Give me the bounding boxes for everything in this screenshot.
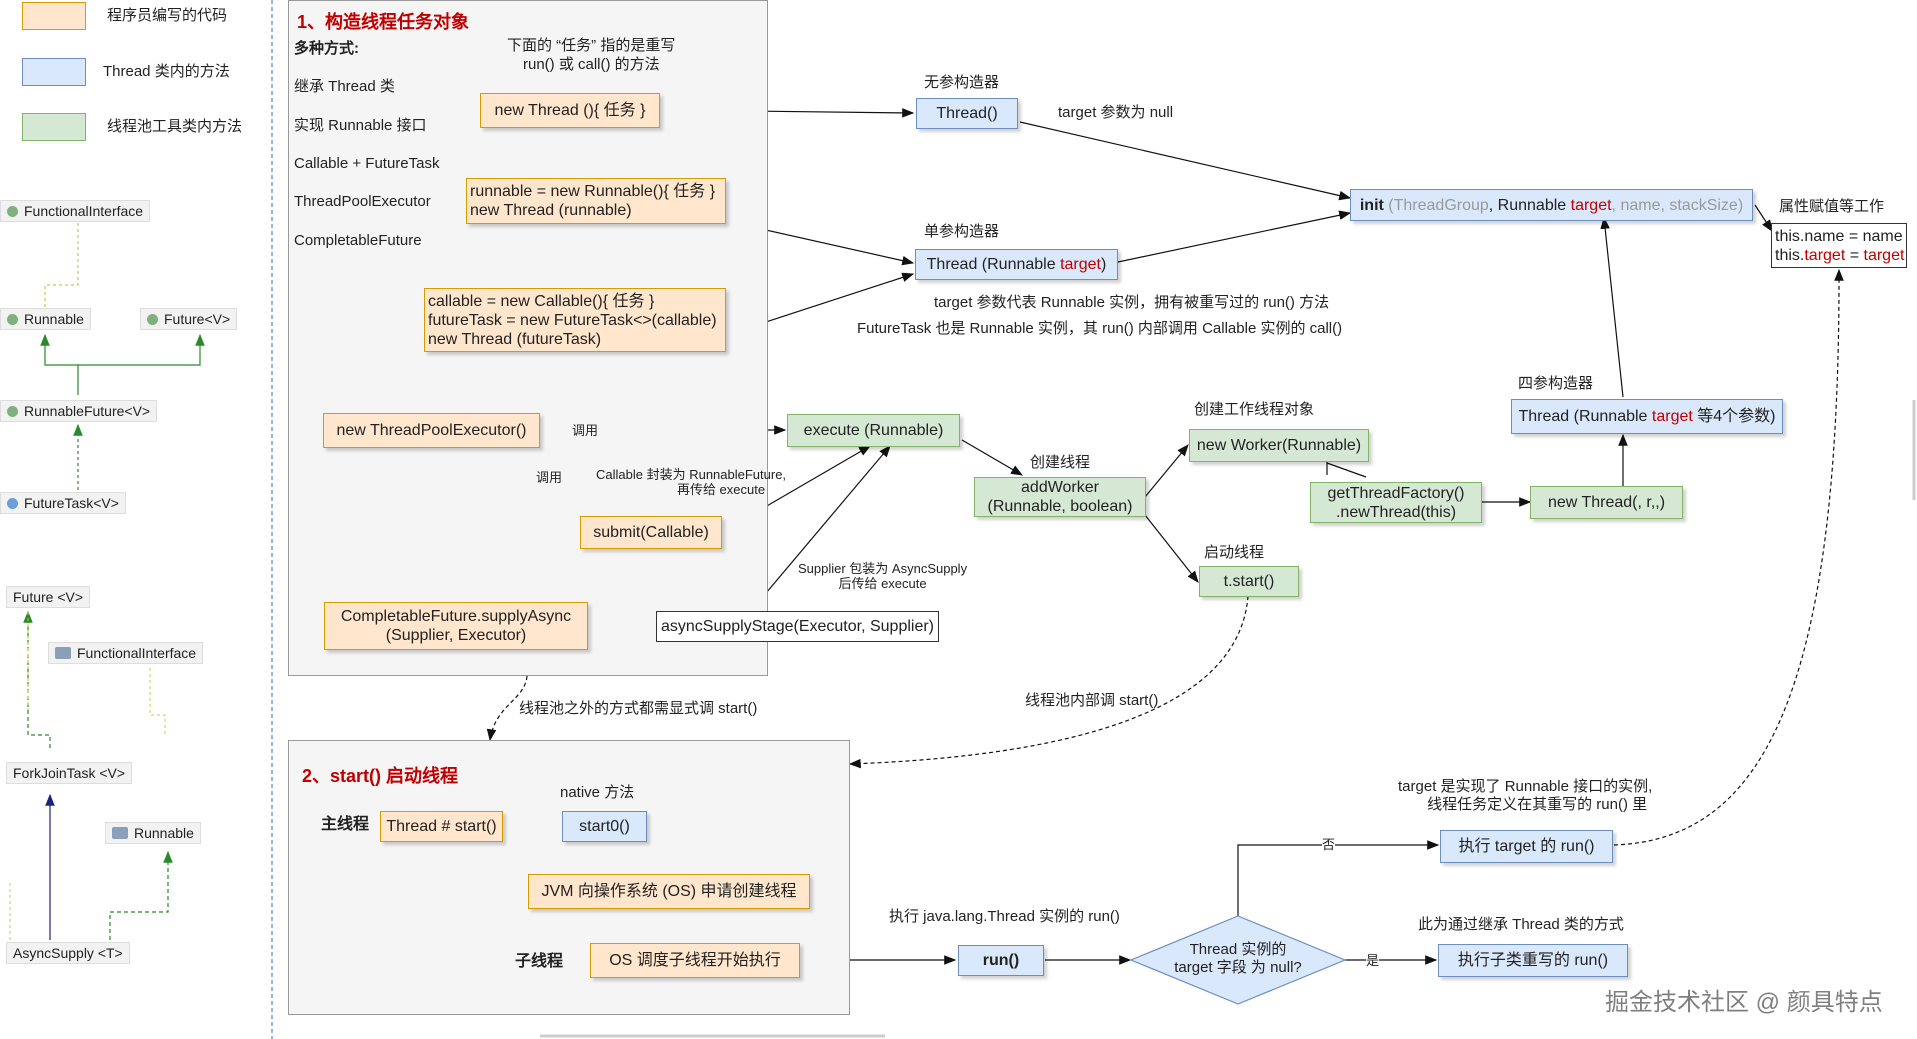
legend-label-code: 程序员编写的代码 [107, 7, 228, 24]
interface-icon [7, 314, 18, 325]
uml-future-task[interactable]: FutureTask<V> [0, 492, 126, 514]
target-null-note: target 参数为 null [1058, 104, 1174, 121]
uml-future[interactable]: Future<V> [140, 308, 238, 330]
exec-run-label: 执行 java.lang.Thread 实例的 run() [889, 908, 1120, 925]
t-start-box[interactable]: t.start() [1199, 566, 1299, 597]
four-arg-ctor-box[interactable]: Thread (Runnable target 等4个参数) [1511, 399, 1783, 434]
uml-future-v[interactable]: Future <V> [6, 586, 91, 608]
uml-runnable-future[interactable]: RunnableFuture<V> [0, 400, 158, 422]
uml-runnable-2[interactable]: Runnable [105, 822, 201, 844]
legend-label-thread: Thread 类内的方法 [103, 63, 230, 80]
outside-start-note: 线程池之外的方式都需显式调 start() [519, 700, 758, 718]
way-extend-thread: 继承 Thread 类 [294, 78, 395, 95]
new-thread-box[interactable]: new Thread (){ 任务 } [480, 93, 660, 128]
cf-box[interactable]: CompletableFuture.supplyAsync (Supplier,… [324, 602, 588, 650]
run-box[interactable]: run() [958, 945, 1044, 976]
jvm-request-box[interactable]: JVM 向操作系统 (OS) 申请创建线程 [528, 874, 810, 909]
single-ctor-box[interactable]: Thread (Runnable target) [915, 249, 1118, 280]
decision-diamond [1129, 915, 1347, 1005]
uml-runnable[interactable]: Runnable [0, 308, 91, 330]
create-thread-label: 创建线程 [1030, 454, 1091, 471]
submit-box[interactable]: submit(Callable) [580, 516, 722, 549]
annotation-icon [7, 206, 18, 217]
interface-icon [112, 827, 128, 839]
task-note-line1: 下面的 “任务” 指的是重写 [507, 37, 676, 54]
watermark: 掘金技术社区 @ 颜具特点 [1605, 989, 1883, 1016]
legend-swatch-code [22, 2, 86, 30]
async-supply-stage-box[interactable]: asyncSupplyStage(Executor, Supplier) [656, 611, 939, 642]
callable-box[interactable]: callable = new Callable(){ 任务 } futureTa… [424, 288, 726, 352]
interface-icon [7, 406, 18, 417]
start-thread-label: 启动线程 [1204, 544, 1265, 561]
runnable-box[interactable]: runnable = new Runnable(){ 任务 } new Thre… [466, 178, 726, 224]
init-box[interactable]: init (ThreadGroup, Runnable target, name… [1350, 189, 1753, 221]
thread-factory-box[interactable]: getThreadFactory() .newThread(this) [1310, 482, 1482, 523]
single-ctor-note-2: FutureTask 也是 Runnable 实例，其 run() 内部调用 C… [857, 320, 1343, 337]
edge-call-label-2: 调用 [536, 470, 563, 485]
uml-async-supply[interactable]: AsyncSupply <T> [6, 942, 130, 964]
create-worker-label: 创建工作线程对象 [1194, 401, 1315, 418]
target-note: target 是实现了 Runnable 接口的实例, 线程任务定义在其重写的 … [1398, 778, 1653, 813]
pool-start-note: 线程池内部调 start() [1025, 692, 1159, 709]
single-ctor-label: 单参构造器 [924, 223, 1000, 240]
assign-label: 属性赋值等工作 [1779, 198, 1885, 215]
assign-box: this.name = name this.target = target [1771, 223, 1907, 268]
way-runnable: 实现 Runnable 接口 [294, 117, 427, 134]
legend-swatch-pool [22, 113, 86, 141]
execute-box[interactable]: execute (Runnable) [787, 414, 960, 447]
annotation-icon [55, 647, 71, 659]
no-branch-label: 否 [1322, 837, 1336, 852]
single-ctor-note-1: target 参数代表 Runnable 实例，拥有被重写过的 run() 方法 [934, 294, 1330, 311]
edge-call-label-1: 调用 [572, 423, 599, 438]
no-arg-ctor-box[interactable]: Thread() [916, 98, 1018, 129]
new-worker-box[interactable]: new Worker(Runnable) [1189, 429, 1369, 462]
way-cf: CompletableFuture [294, 232, 422, 249]
exec-sub-run-box[interactable]: 执行子类重写的 run() [1438, 944, 1628, 977]
way-callable: Callable + FutureTask [294, 155, 440, 172]
task-note-line2: run() 或 call() 的方法 [523, 56, 660, 73]
four-arg-ctor-label: 四参构造器 [1518, 375, 1594, 392]
decision-text: Thread 实例的 target 字段 为 null? [1174, 941, 1302, 976]
native-label: native 方法 [560, 784, 635, 801]
class-icon [7, 498, 18, 509]
child-thread-label: 子线程 [515, 953, 564, 970]
uml-functional-interface-2[interactable]: FunctionalInterface [48, 642, 204, 664]
exec-target-run-box[interactable]: 执行 target 的 run() [1440, 830, 1613, 863]
uml-fork-join-task[interactable]: ForkJoinTask <V> [6, 762, 133, 784]
section1-title: 1、构造线程任务对象 [297, 12, 470, 32]
add-worker-box[interactable]: addWorker (Runnable, boolean) [974, 477, 1146, 517]
start0-box[interactable]: start0() [562, 811, 647, 842]
ways-heading: 多种方式: [294, 40, 359, 57]
new-thread-rr-box[interactable]: new Thread(, r,,) [1530, 486, 1683, 519]
uml-functional-interface[interactable]: FunctionalInterface [0, 200, 151, 222]
interface-icon [147, 314, 158, 325]
way-tpe: ThreadPoolExecutor [294, 193, 431, 210]
yes-branch-label: 是 [1366, 953, 1380, 968]
main-thread-label: 主线程 [321, 816, 370, 833]
os-schedule-box[interactable]: OS 调度子线程开始执行 [590, 943, 800, 978]
section2-title: 2、start() 启动线程 [302, 766, 459, 786]
legend-swatch-thread [22, 58, 86, 86]
no-arg-ctor-label: 无参构造器 [924, 74, 1000, 91]
tpe-box[interactable]: new ThreadPoolExecutor() [323, 413, 540, 448]
inherit-note: 此为通过继承 Thread 类的方式 [1418, 916, 1624, 933]
thread-start-box[interactable]: Thread # start() [380, 811, 503, 842]
callable-wrap-note: Callable 封装为 RunnableFuture, 再传给 execute [596, 467, 787, 497]
legend-label-pool: 线程池工具类内方法 [107, 118, 243, 135]
supplier-wrap-note: Supplier 包装为 AsyncSupply 后传给 execute [798, 561, 968, 591]
